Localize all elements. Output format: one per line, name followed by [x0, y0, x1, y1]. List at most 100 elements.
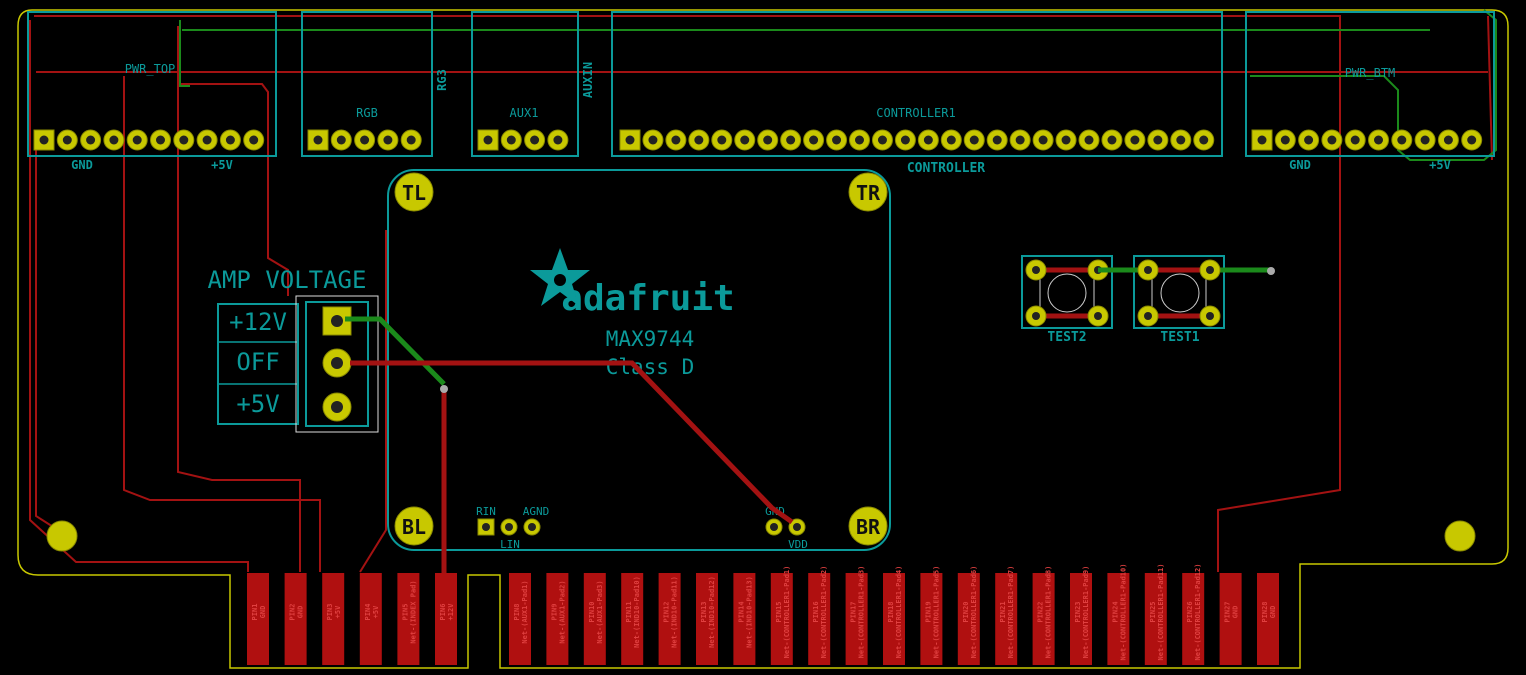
- rgb-ref: RGB: [356, 106, 378, 120]
- edge-finger: [1182, 573, 1205, 665]
- controller-pad-hole: [877, 135, 887, 145]
- rgb-pad-hole: [313, 135, 323, 145]
- edge-finger-net: Net-(IND10-Pad11): [671, 576, 679, 648]
- mounting-hole-right: [1444, 520, 1476, 552]
- pwr-top-connector[interactable]: PWR_TOP GND +5V: [27, 11, 277, 172]
- amp-traces: [345, 316, 794, 580]
- pwr-btm-pad-hole: [1257, 135, 1267, 145]
- edge-finger: [284, 573, 307, 665]
- aux1-connector[interactable]: AUX1 AUXIN: [471, 11, 595, 157]
- edge-finger-net: Net-(IND10-Pad12): [708, 576, 716, 648]
- controller-pad-hole: [992, 135, 1002, 145]
- edge-finger: [435, 573, 457, 665]
- edge-finger: [509, 573, 531, 665]
- pin-agnd-label: AGND: [523, 505, 550, 518]
- edge-finger-net: Net-(CONTROLLER1-Pad6): [970, 566, 978, 659]
- edge-finger: [920, 573, 943, 665]
- controller-pad-hole: [648, 135, 658, 145]
- edge-finger-net: Net-(CONTROLLER1-Pad10): [1119, 564, 1127, 661]
- pwr-top-pad-hole: [179, 135, 189, 145]
- controller-pad-hole: [855, 135, 864, 145]
- rgb-pad-hole: [406, 135, 416, 145]
- edge-finger: [957, 573, 980, 665]
- edge-finger-number: PIN8: [513, 604, 521, 621]
- controller-pad-hole: [763, 135, 773, 145]
- edge-finger-net: Net-(IND10-Pad10): [633, 576, 641, 648]
- edge-finger-number: PIN25: [1149, 601, 1157, 622]
- test1-switch[interactable]: TEST1: [1098, 255, 1275, 345]
- edge-finger-net: GND: [1269, 606, 1277, 619]
- edge-finger: [995, 573, 1018, 665]
- edge-finger: [1219, 573, 1242, 665]
- edge-finger-net: Net-(AUX1-Pad1): [521, 580, 529, 643]
- board-outline: [17, 9, 1509, 669]
- controller-pad-hole: [786, 135, 796, 145]
- corner-bl-label: BL: [402, 515, 426, 539]
- edge-finger-net: Net-(AUX1-Pad3): [596, 580, 604, 643]
- pwr-top-pad-hole: [39, 135, 49, 145]
- controller-pad-hole: [923, 135, 933, 145]
- corner-br: BR: [848, 506, 888, 546]
- controller-pad-hole: [694, 135, 704, 145]
- edge-finger-net: Net-(CONTROLLER1-Pad12): [1194, 564, 1202, 661]
- rgb-pad-hole: [360, 135, 370, 145]
- edge-finger-net: Net-(CONTROLLER1-Pad5): [932, 566, 940, 659]
- edge-finger: [883, 573, 905, 665]
- controller-pad-hole: [1107, 135, 1117, 145]
- aux1-pad-hole: [530, 135, 540, 145]
- edge-finger: [359, 573, 382, 665]
- pwr-top-gnd-label: GND: [71, 158, 93, 172]
- edge-finger-net: Net-(CONTROLLER1-Pad3): [858, 566, 866, 659]
- edge-finger-net: GND: [297, 606, 305, 619]
- pwr-top-pad-hole: [62, 135, 72, 145]
- edge-finger-net: Net-(IND10-Pad13): [745, 576, 753, 648]
- controller-pad-hole: [1176, 135, 1186, 145]
- pwr-btm-pad-hole: [1304, 135, 1314, 145]
- edge-finger-number: PIN24: [1111, 601, 1119, 622]
- pwr-top-pad-hole: [86, 135, 96, 145]
- pwr-top-pad-hole: [202, 135, 212, 145]
- rgb-connector[interactable]: RGB RG3: [301, 11, 449, 157]
- controller-connector[interactable]: CONTROLLER1 CONTROLLER: [611, 11, 1223, 176]
- edge-finger-net: Net-(INDEX Pad): [409, 580, 417, 643]
- pwr-top-pad-hole: [225, 135, 235, 145]
- rgb-pad-hole: [336, 135, 346, 145]
- controller-label: CONTROLLER: [907, 161, 985, 176]
- edge-finger-number: PIN13: [700, 601, 708, 622]
- pin-rin-label: RIN: [476, 505, 496, 518]
- pwr-btm-connector[interactable]: PWR_BTM GND +5V: [1245, 11, 1495, 172]
- controller-pad-hole: [1084, 135, 1094, 145]
- corner-br-label: BR: [856, 515, 881, 539]
- edge-finger: [733, 573, 756, 665]
- edge-finger-net: +12V: [447, 603, 455, 621]
- edge-finger-number: PIN9: [550, 604, 558, 621]
- edge-finger-number: PIN5: [401, 604, 409, 621]
- amp-option-off: OFF: [236, 348, 279, 376]
- max9744-module: adafruit MAX9744 Class D TL TR BL BR RIN…: [387, 169, 891, 551]
- edge-finger: [621, 573, 644, 665]
- pwr-btm-pad-hole: [1397, 135, 1407, 145]
- pwr-btm-pad-hole: [1374, 135, 1383, 145]
- amp-voltage-jumper[interactable]: AMP VOLTAGE +12V OFF +5V: [208, 266, 379, 433]
- controller-pad-hole: [900, 135, 910, 145]
- controller-pad-hole: [946, 135, 956, 145]
- controller-pad-hole: [717, 135, 727, 145]
- aux1-pad-hole: [553, 135, 563, 145]
- test2-switch[interactable]: TEST2: [1021, 255, 1113, 345]
- controller-pad-hole: [1015, 135, 1025, 145]
- edge-finger: [397, 573, 420, 665]
- edge-finger: [808, 573, 831, 665]
- edge-finger: [546, 573, 569, 665]
- pwr-top-pad-hole: [132, 135, 142, 145]
- edge-finger: [1107, 573, 1130, 665]
- edge-finger: [1257, 573, 1279, 665]
- rgb-pad-hole: [383, 135, 393, 145]
- amp-voltage-title: AMP VOLTAGE: [208, 266, 367, 294]
- pwr-btm-pad-hole: [1467, 135, 1477, 145]
- edge-finger-number: PIN14: [737, 601, 745, 622]
- edge-finger-number: PIN12: [663, 601, 671, 622]
- pwr-btm-gnd-label: GND: [1289, 158, 1311, 172]
- corner-tl-label: TL: [402, 181, 426, 205]
